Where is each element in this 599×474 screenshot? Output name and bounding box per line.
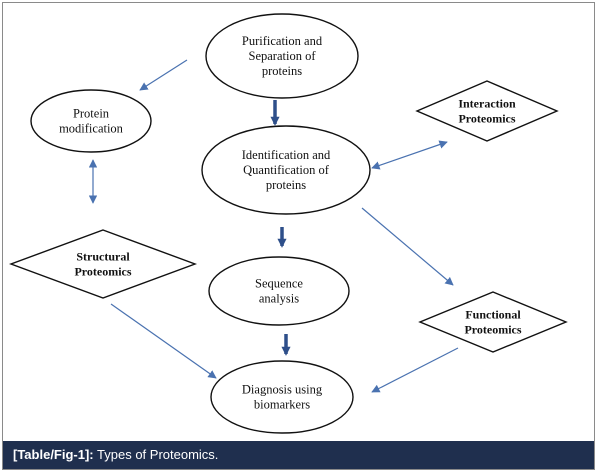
node-label-line: Proteomics <box>458 112 515 126</box>
node-diamond <box>415 80 559 142</box>
node-label-line: Identification and <box>242 148 331 162</box>
node-ellipse <box>30 89 152 153</box>
node-label-line: biomarkers <box>254 398 310 412</box>
node-diamond <box>418 291 568 353</box>
arrow-functional-to-diagnosis <box>371 347 459 393</box>
node-label-line: Functional <box>465 308 521 322</box>
node-ellipse <box>210 360 354 434</box>
arrow-structural-to-diagnosis <box>110 303 217 379</box>
node-ellipse <box>208 256 350 326</box>
node-ellipse <box>201 125 371 215</box>
node-label-line: proteins <box>262 64 302 78</box>
arrow-identification-to-functional <box>361 207 454 286</box>
node-ellipse <box>205 13 359 99</box>
node-label-line: Proteomics <box>74 265 131 279</box>
node-label-line: Structural <box>76 250 130 264</box>
node-label-line: Diagnosis using <box>242 383 323 397</box>
caption-ref: [Table/Fig-1]: <box>13 447 94 462</box>
node-label-line: Separation of <box>249 49 317 63</box>
node-label-line: proteins <box>266 178 306 192</box>
node-label-line: Purification and <box>242 34 323 48</box>
node-label-line: analysis <box>259 292 299 306</box>
node-label-line: Sequence <box>255 277 303 291</box>
node-label-line: Protein <box>73 107 110 121</box>
node-label-line: modification <box>59 122 124 136</box>
arrow-purification-to-modification <box>139 59 188 91</box>
node-diamond <box>8 229 198 299</box>
caption-text: Types of Proteomics. <box>97 447 219 462</box>
figure-caption: [Table/Fig-1]: Types of Proteomics. <box>3 441 594 469</box>
arrow-identification-to-interaction <box>371 140 448 170</box>
node-label-line: Proteomics <box>464 323 521 337</box>
node-label-line: Quantification of <box>243 163 330 177</box>
node-label-line: Interaction <box>458 97 516 111</box>
